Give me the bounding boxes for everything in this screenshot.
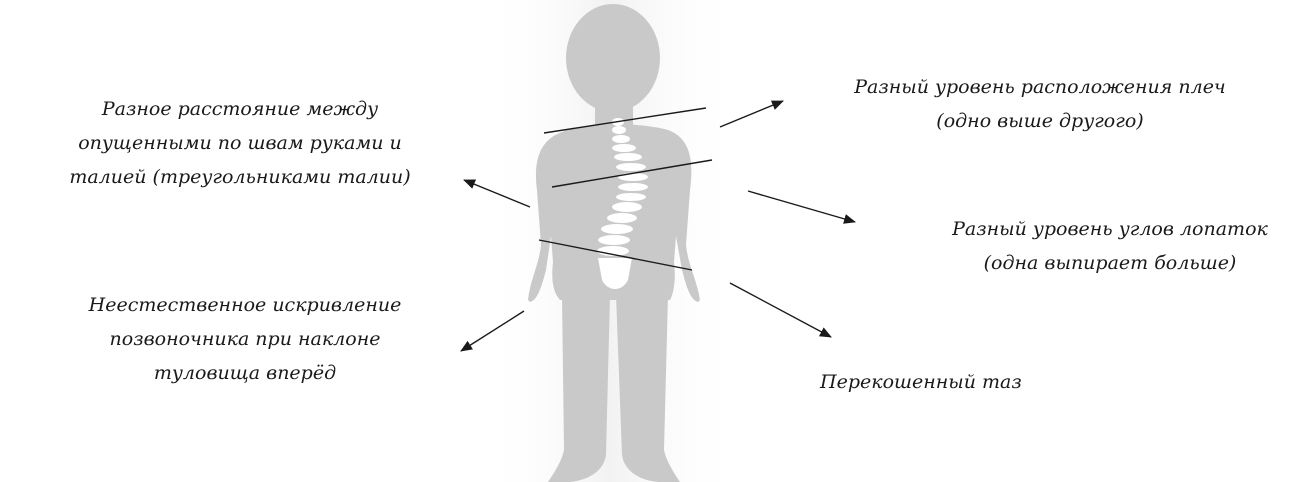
label-line: (одна выпирает больше) (900, 246, 1303, 280)
label-line: позвоночника при наклоне (55, 322, 435, 356)
label-line: Разный уровень расположения плеч (790, 70, 1290, 104)
label-line: Неестественное искривление (55, 288, 435, 322)
head (566, 4, 660, 112)
label-line: Перекошенный таз (820, 365, 1080, 399)
label-line: Разный уровень углов лопаток (900, 212, 1303, 246)
label-line: опущенными по швам руками и (10, 126, 470, 160)
label-line: талией (треугольниками талии) (10, 160, 470, 194)
label-shoulder-level: Разный уровень расположения плеч (одно в… (790, 70, 1290, 138)
arrow-scapula (748, 191, 855, 222)
arrow-pelvis (730, 283, 831, 337)
label-scapula-level: Разный уровень углов лопаток (одна выпир… (900, 212, 1303, 280)
label-spine-curvature: Неестественное искривление позвоночника … (55, 288, 435, 390)
label-pelvis-tilt: Перекошенный таз (820, 365, 1080, 399)
label-waist-distance: Разное расстояние между опущенными по шв… (10, 92, 470, 194)
label-line: (одно выше другого) (790, 104, 1290, 138)
label-line: Разное расстояние между (10, 92, 470, 126)
label-line: туловища вперёд (55, 356, 435, 390)
